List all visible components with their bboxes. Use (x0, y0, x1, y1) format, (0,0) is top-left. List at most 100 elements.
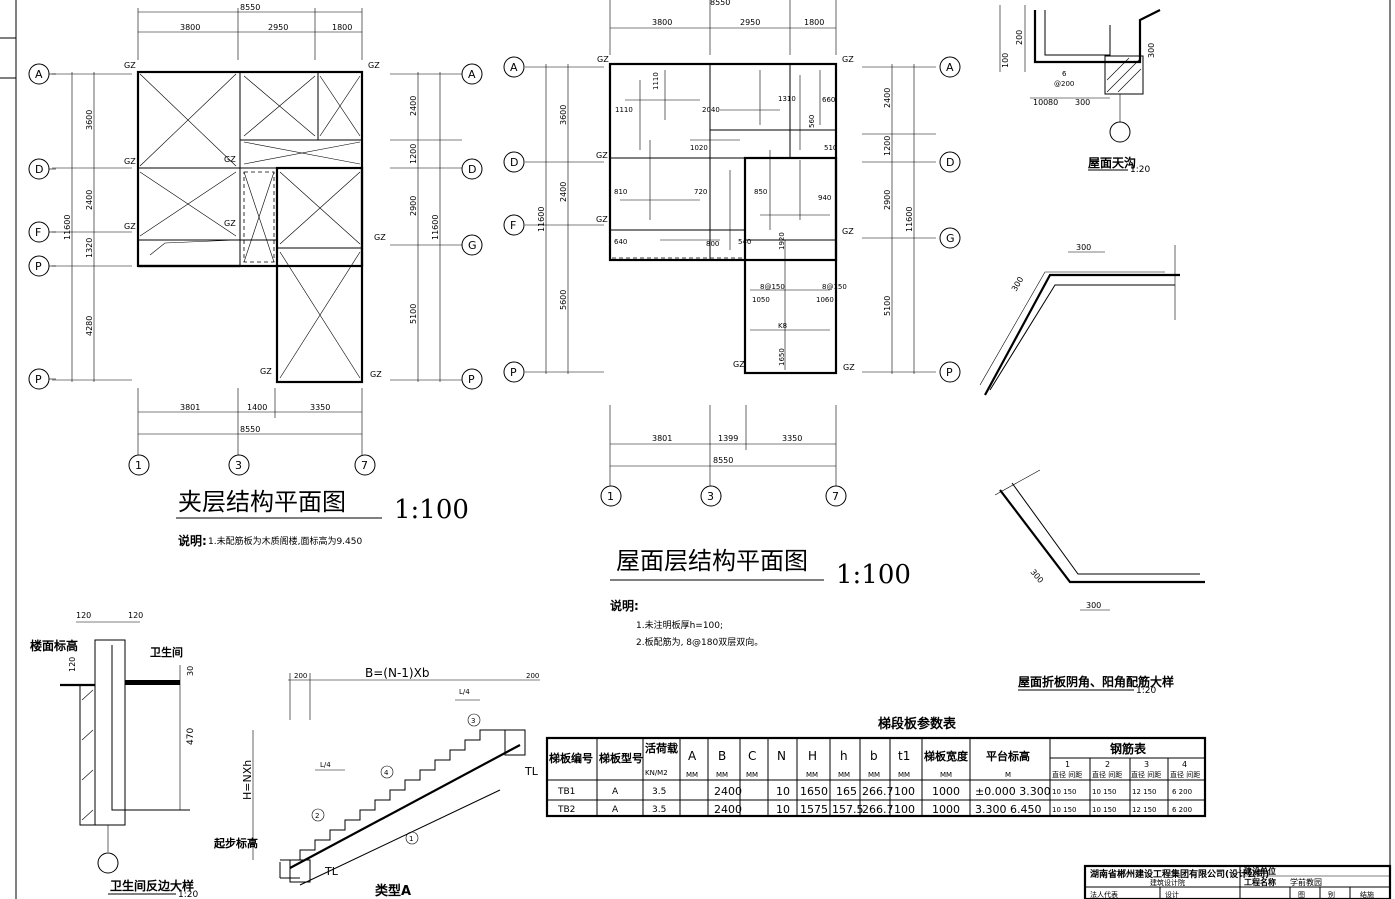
detail-roof-gutter-scale: 1:20 (1130, 165, 1150, 175)
axis-bubble-label: F (35, 226, 41, 239)
rebar-label: 1110 (652, 72, 660, 90)
plan-roof: 8550 3800 2950 1800 1110 1110 (503, 0, 961, 648)
table-header: 梯板宽度 (924, 749, 969, 763)
cell-b-tread: 266.7 (862, 785, 894, 798)
table-unit: MM (806, 771, 818, 779)
rebar-label: 1020 (690, 144, 708, 152)
bathroom-floor-slab (125, 680, 180, 685)
table-header: t1 (898, 749, 910, 763)
plan2-left-dim-2: 2400 (559, 182, 568, 202)
gz-label: GZ (733, 360, 745, 369)
cell-rebar: 6 200 (1172, 806, 1192, 814)
plan2-right-total: 11600 (905, 207, 914, 232)
cell-b: 2400 (714, 803, 742, 816)
rebar-label: 660 (822, 96, 835, 104)
dim-label: 200 (526, 672, 539, 680)
detail-bathroom: 120 120 楼面标高 卫生间 120 30 470 卫生间反边大样 1:20 (30, 611, 198, 899)
dim-label: 120 (128, 611, 143, 620)
plan2-dim-top-total: 8550 (710, 0, 730, 7)
rebar-col: 1 (1065, 760, 1070, 769)
stair-tl-label: TL (324, 865, 339, 878)
plan2-left-total: 11600 (537, 207, 546, 232)
axis-bubble-label: D (510, 156, 518, 169)
title-company: 湖南省郴州建设工程集团有限公司(设计公司) (1090, 868, 1269, 880)
axis-bubble-label: P (468, 373, 475, 386)
dim-label: 300 (1075, 98, 1090, 107)
gz-label: GZ (368, 61, 380, 70)
bar-number: 1 (409, 835, 413, 843)
plan1-dim-top-1: 3800 (180, 23, 200, 32)
plan2-left-dim-3: 5600 (559, 290, 568, 310)
plan1-dim-top-2: 2950 (268, 23, 288, 32)
plan2-note-2: 2.板配筋为, 8@180双层双向。 (636, 636, 763, 648)
axis-bubble-label: A (510, 61, 518, 74)
plan1-right-dim-2: 1200 (409, 144, 418, 164)
cell-n: 10 (776, 785, 790, 798)
plan2-dim-top-3: 1800 (804, 18, 824, 27)
detail-bathroom-label: 卫生间反边大样 (110, 878, 194, 893)
table-header: h (840, 749, 848, 763)
plan1-scale: 1:100 (394, 495, 469, 525)
axis-bubble-label: 3 (707, 490, 714, 503)
axis-bubble-label: G (946, 232, 955, 245)
axis-bubble-label: D (946, 156, 954, 169)
plan1-left-dim-2: 2400 (85, 190, 94, 210)
plan1-left-dim-4: 4280 (85, 316, 94, 336)
detail-fold-scale: 1:20 (1136, 686, 1156, 696)
dim-label: 80 (1048, 98, 1058, 107)
stair-tl-label: TL (524, 765, 539, 778)
table-header: 活荷载 (645, 741, 678, 755)
dim-label: 200 (294, 672, 307, 680)
rebar-subheader: 直径 间距 (1052, 770, 1082, 779)
cell-rebar: 12 150 (1132, 806, 1157, 814)
cell-rebar: 6 200 (1172, 788, 1192, 796)
table-header: H (808, 749, 817, 763)
plan2-dim-bottom-2: 1399 (718, 434, 738, 443)
cell-width: 1000 (932, 785, 960, 798)
table-header: 梯板型号 (599, 751, 643, 765)
plan2-note-1: 1.未注明板厚h=100; (636, 619, 723, 631)
axis-bubble-label: D (35, 163, 43, 176)
cell-type: A (612, 805, 619, 815)
plan2-scale: 1:100 (836, 560, 911, 590)
cell-h: 157.5 (832, 803, 864, 816)
gz-label: GZ (124, 157, 136, 166)
axis-bubble-label: P (510, 366, 517, 379)
cell-rebar: 12 150 (1132, 788, 1157, 796)
bathroom-room-label: 卫生间 (150, 645, 183, 659)
gz-label: GZ (370, 370, 382, 379)
axis-bubble-label: A (946, 61, 954, 74)
rebar-subheader: 直径 间距 (1131, 770, 1161, 779)
plan1-dim-bottom-total: 8550 (240, 425, 260, 434)
dim-label: 300 (1028, 568, 1045, 585)
plan2-note-label: 说明: (610, 598, 639, 613)
plan1-dim-top-3: 1800 (332, 23, 352, 32)
stair-type-label: 类型A (375, 883, 411, 899)
rebar-label: K8 (778, 322, 787, 330)
dim-label: L/4 (320, 761, 331, 769)
cell-rebar: 10 150 (1092, 806, 1117, 814)
cell-h: 165 (836, 785, 857, 798)
gz-label: GZ (842, 227, 854, 236)
rebar-label: 940 (818, 194, 831, 202)
cell-n: 10 (776, 803, 790, 816)
rebar-col: 2 (1105, 760, 1110, 769)
axis-bubble-label: F (510, 219, 516, 232)
table-unit: MM (686, 771, 698, 779)
detail-roof-gutter: 200 100 300 6 @200 100 80 300 屋面天沟 1:20 (999, 5, 1161, 175)
cell-rebar: 10 150 (1052, 806, 1077, 814)
rebar-label: 2040 (702, 106, 720, 114)
plan2-title: 屋面层结构平面图 (616, 547, 808, 575)
rebar-label: 1050 (752, 296, 770, 304)
rebar-table-header: 钢筋表 (1110, 741, 1147, 756)
cell-rebar: 10 150 (1052, 788, 1077, 796)
rebar-label: 1060 (816, 296, 834, 304)
axis-bubble-label: A (468, 68, 476, 81)
title-block: 湖南省郴州建设工程集团有限公司(设计公司) 建筑设计院 建设单位 工程名称 学前… (1083, 864, 1392, 899)
title-r3: 结施 (1360, 890, 1374, 899)
plan2-dim-bottom-total: 8550 (713, 456, 733, 465)
table-row: TB1 A 3.5 2400 10 1650 165 266.7 100 100… (557, 785, 1192, 798)
plan1-right-dim-4: 5100 (409, 304, 418, 324)
plan1-note-text: 1.未配筋板为木质阁楼,面标高为9.450 (208, 535, 362, 547)
